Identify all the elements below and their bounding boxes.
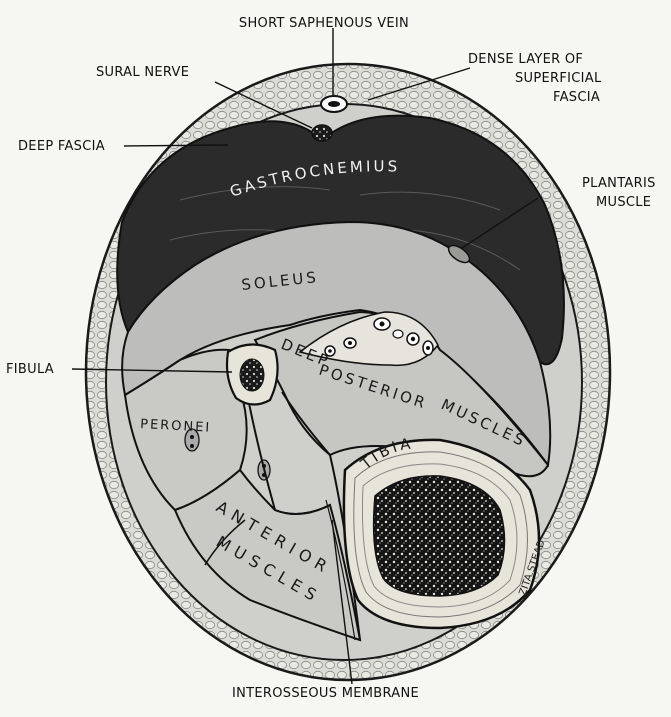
label-dense-layer-3: FASCIA (553, 90, 600, 105)
vessel-4 (393, 330, 403, 338)
label-deep-fascia: DEEP FASCIA (18, 139, 105, 154)
label-interosseous-membrane: INTEROSSEOUS MEMBRANE (232, 686, 419, 701)
label-sural-nerve: SURAL NERVE (96, 65, 189, 80)
label-plantaris-2: MUSCLE (596, 195, 651, 210)
fibula-marrow (240, 359, 264, 391)
label-dense-layer-2: SUPERFICIAL (515, 71, 602, 86)
label-dense-layer-1: DENSE LAYER OF (468, 52, 583, 67)
label-fibula: FIBULA (6, 362, 54, 377)
tibia-marrow (374, 476, 505, 596)
label-plantaris-1: PLANTARIS (582, 176, 656, 191)
label-short-saphenous-vein: SHORT SAPHENOUS VEIN (239, 16, 409, 31)
sural-nerve (312, 125, 332, 141)
